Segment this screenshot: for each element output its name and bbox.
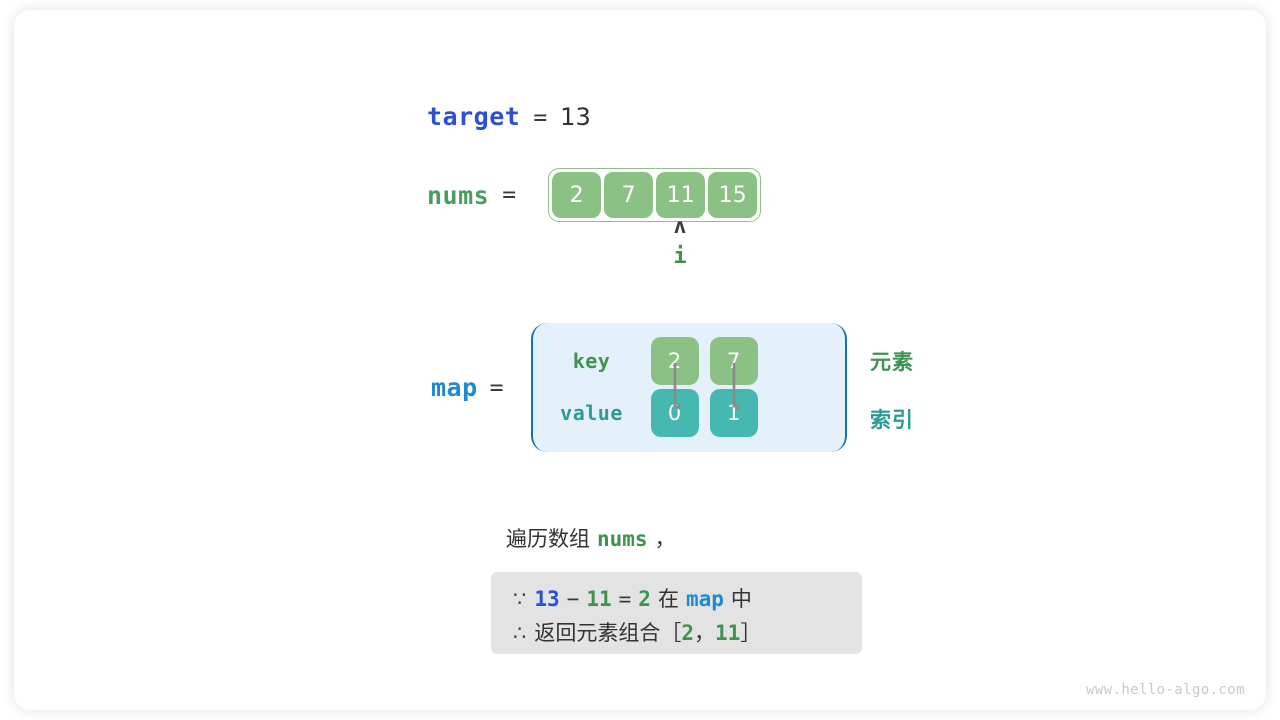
map-captions: 元素 索引 [870, 346, 960, 434]
formula-minus: − [566, 587, 580, 611]
map-key-row: key 2 7 [533, 337, 845, 385]
explanation-line: 遍历数组 nums， [506, 523, 676, 553]
map-value-cell: 0 [650, 389, 699, 437]
formula-in-suffix: 中 [730, 587, 752, 611]
index-pointer: ʌ i [659, 214, 701, 270]
watermark: www.hello-algo.com [1086, 682, 1245, 698]
map-label: map [431, 373, 478, 402]
pointer-label: i [673, 244, 687, 269]
formula-pair-second: 11 [715, 621, 741, 645]
target-label: target [427, 102, 521, 131]
formula-bracket-open: ［ [660, 621, 682, 645]
formula-pair-first: 2 [681, 621, 695, 645]
map-key-cells: 2 7 [650, 337, 758, 385]
formula-target: 13 [534, 587, 560, 611]
formula-pair-sep: ， [694, 621, 716, 645]
caption-index: 索引 [870, 408, 914, 432]
map-box: key 2 7 value 0 1 [530, 323, 847, 452]
formula-map-name: map [685, 587, 724, 611]
map-row: map = key 2 7 value 0 1 [431, 323, 847, 452]
caret-up-icon: ʌ [673, 214, 687, 238]
therefore-symbol: ∴ [513, 621, 527, 645]
formula-equals: = [618, 587, 632, 611]
target-value: 13 [560, 103, 591, 131]
array-cell: 15 [708, 172, 758, 218]
nums-label: nums [427, 180, 490, 210]
nums-row: nums = 2 7 11 15 [427, 168, 762, 222]
map-value-cell: 1 [709, 389, 758, 437]
array-cell: 7 [604, 172, 654, 218]
target-equals: = [533, 105, 548, 131]
value-row-label: value [560, 401, 623, 425]
because-symbol: ∵ [513, 587, 527, 611]
map-equals: = [489, 374, 504, 401]
explanation-comma: ， [654, 527, 676, 551]
explanation-text: 遍历数组 [506, 527, 590, 551]
formula-return-text: 返回元素组合 [534, 621, 661, 645]
formula-current: 11 [586, 587, 612, 611]
caption-element: 元素 [870, 350, 914, 374]
map-key-cell: 7 [709, 337, 758, 385]
formula-bracket-close: ］ [740, 621, 762, 645]
map-value-cells: 0 1 [650, 389, 758, 437]
array-cell: 2 [552, 172, 602, 218]
formula-complement: 2 [638, 587, 651, 611]
explanation-code: nums [597, 527, 648, 551]
formula-in-text: 在 [657, 587, 679, 611]
array-cell: 11 [656, 172, 706, 218]
nums-array: 2 7 11 15 [548, 168, 762, 222]
target-row: target = 13 [427, 102, 591, 131]
key-row-label: key [572, 349, 611, 373]
diagram-card: target = 13 nums = 2 7 11 15 ʌ i map = k… [14, 10, 1266, 710]
nums-equals: = [502, 182, 517, 208]
formula-therefore-line: ∴ 返回元素组合［2，11］ [513, 617, 761, 647]
map-value-row: value 0 1 [533, 389, 845, 437]
map-key-cell: 2 [650, 337, 699, 385]
